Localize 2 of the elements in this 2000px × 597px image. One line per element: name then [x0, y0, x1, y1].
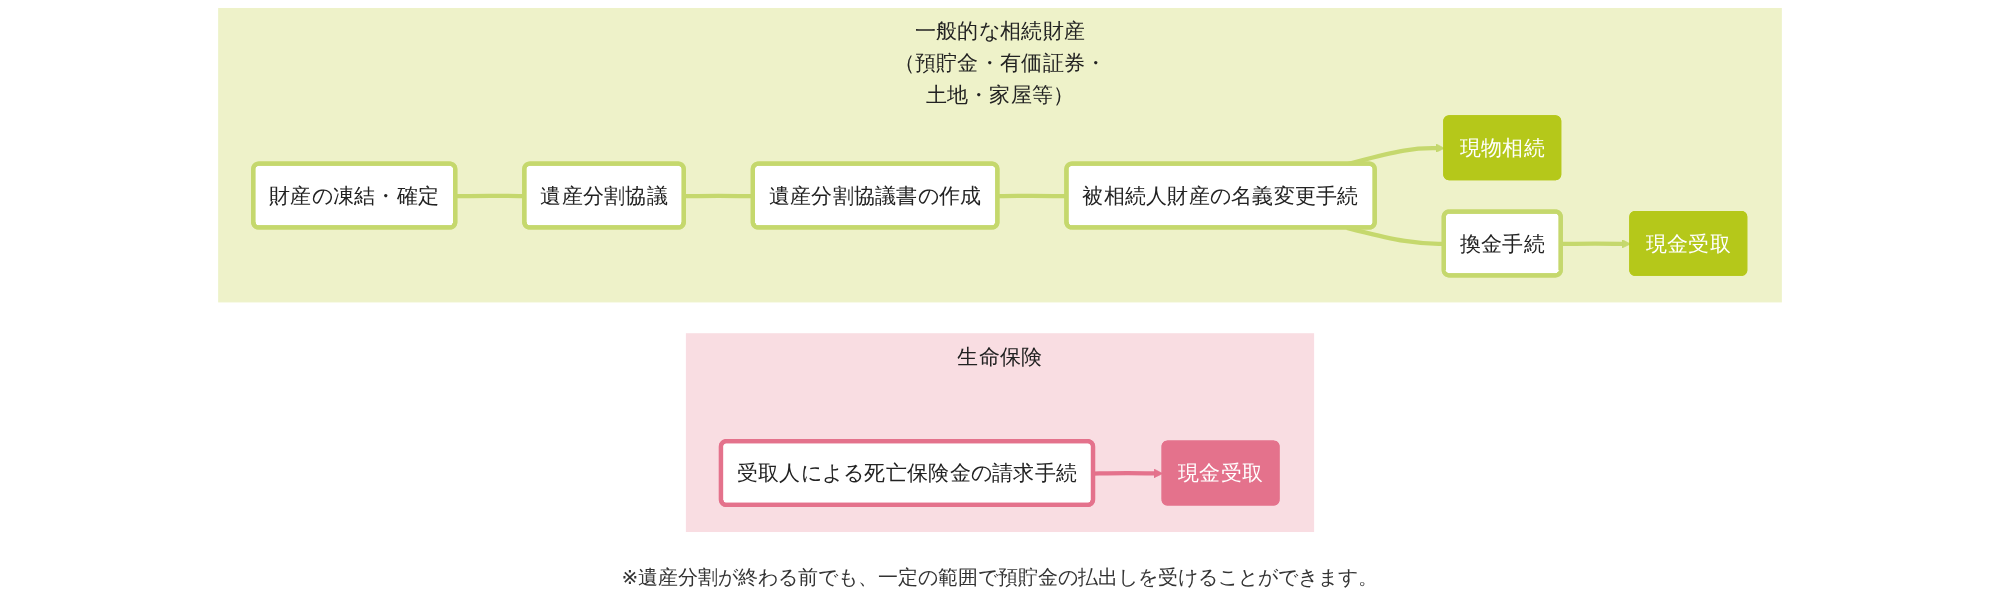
connector: [684, 193, 754, 199]
footnote: ※遺産分割が終わる前でも、一定の範囲で預貯金の払出しを受けることができます。: [621, 564, 1379, 591]
